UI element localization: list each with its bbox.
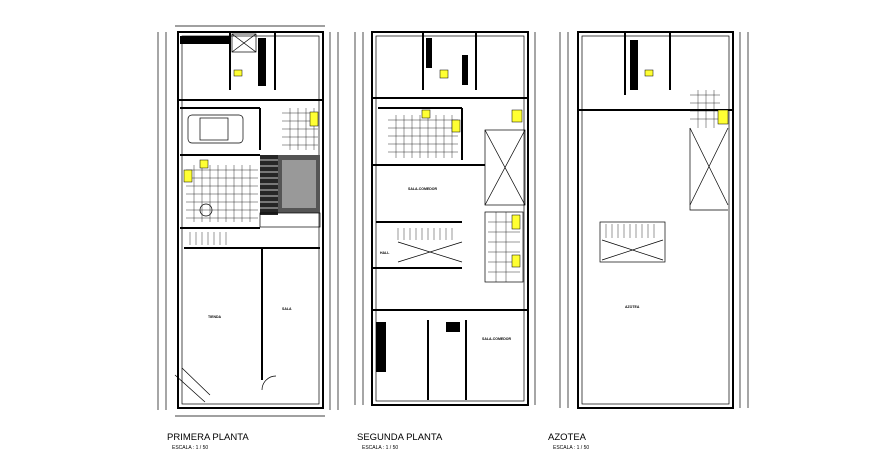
plan-scale: ESCALA : 1 / 50 (172, 445, 209, 451)
room-label: SALA-COMEDOR (482, 337, 511, 341)
plan-title: SEGUNDA PLANTA (357, 432, 443, 443)
room-label: TIENDA (208, 315, 222, 319)
plan-scale: ESCALA : 1 / 50 (553, 445, 590, 451)
room-label: SALA-COMEDOR (408, 187, 437, 191)
plan-title: AZOTEA (548, 432, 587, 443)
room-label: AZOTEA (625, 305, 640, 309)
plan-primera-planta: TIENDA SALA (157, 25, 339, 417)
plan-title: PRIMERA PLANTA (167, 432, 249, 443)
plan-azotea: AZOTEA (559, 31, 749, 409)
plan-segunda-planta: SALA-COMEDOR HALL SALA-COMEDOR (354, 31, 536, 406)
room-label: SALA (282, 307, 292, 311)
room-label: HALL (380, 251, 390, 255)
plan-scale: ESCALA : 1 / 50 (362, 445, 399, 451)
